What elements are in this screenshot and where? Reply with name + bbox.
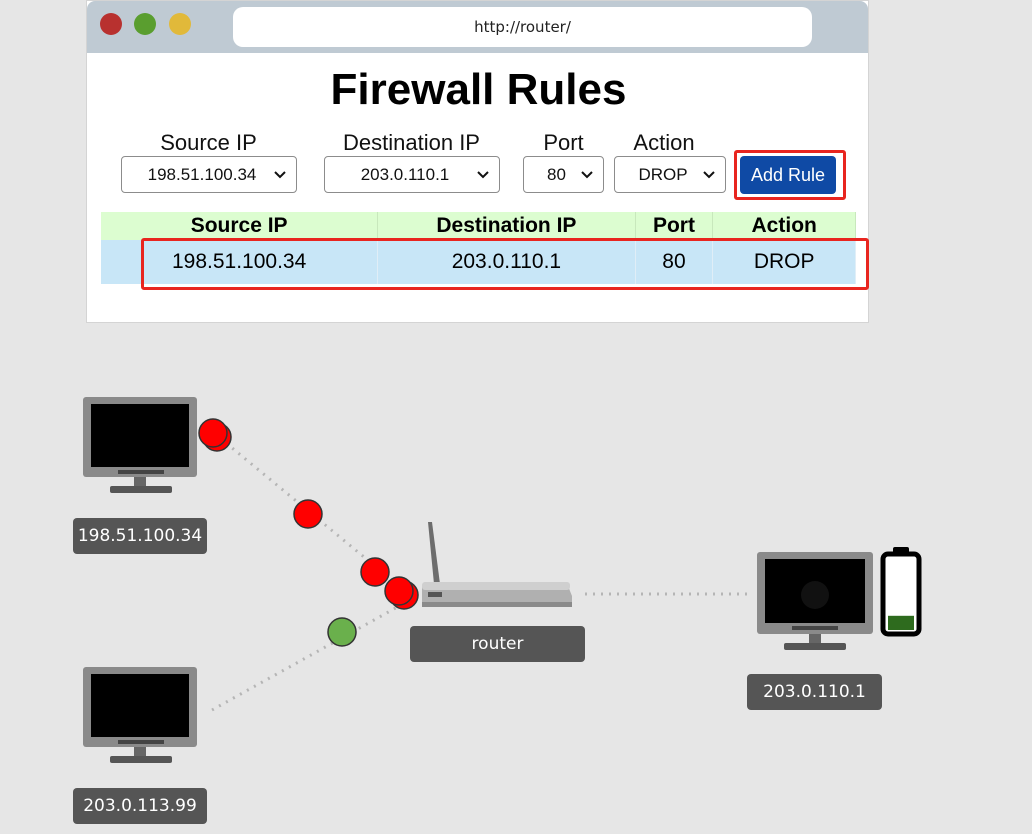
port-select[interactable]: 80	[523, 156, 604, 193]
column-header-action: Action	[712, 212, 856, 240]
column-header-source-ip: Source IP	[101, 212, 379, 240]
browser-titlebar: http://router/	[87, 1, 868, 53]
allowed-packet	[327, 617, 357, 647]
battery-level-fill	[888, 615, 914, 630]
link-host-a-router	[219, 436, 411, 597]
source-ip-value: 198.51.100.34	[147, 164, 257, 184]
host-a-monitor-icon[interactable]	[83, 397, 197, 493]
cell-destination-ip: 203.0.110.1	[377, 240, 636, 284]
dropped-packet	[360, 557, 390, 587]
destination-ip-value: 203.0.110.1	[360, 164, 450, 184]
close-window-button[interactable]	[100, 13, 122, 35]
source-ip-label: Source IP	[160, 130, 257, 155]
packet-markers	[198, 418, 419, 647]
server-ip-label: 203.0.110.1	[747, 674, 882, 710]
browser-window: http://router/ Firewall Rules Source IP …	[86, 0, 869, 323]
rules-table: Source IP Destination IP Port Action 198…	[101, 212, 856, 284]
url-bar[interactable]: http://router/	[233, 7, 812, 47]
cell-source-ip: 198.51.100.34	[101, 240, 379, 284]
action-value: DROP	[638, 164, 688, 184]
rule-row-highlight	[141, 238, 869, 290]
table-row[interactable]: 198.51.100.34 203.0.110.1 80 DROP	[101, 240, 856, 284]
port-label: Port	[543, 130, 584, 155]
chevron-down-icon	[703, 171, 715, 179]
host-b-ip-label: 203.0.113.99	[73, 788, 207, 824]
chevron-down-icon	[581, 171, 593, 179]
maximize-window-button[interactable]	[134, 13, 156, 35]
cell-port: 80	[635, 240, 714, 284]
destination-ip-label: Destination IP	[343, 130, 480, 155]
dropped-packet	[293, 499, 323, 529]
table-header-row: Source IP Destination IP Port Action	[101, 212, 856, 240]
chevron-down-icon	[274, 171, 286, 179]
router-label: router	[410, 626, 585, 662]
add-rule-button[interactable]: Add Rule	[740, 156, 836, 194]
column-header-port: Port	[635, 212, 714, 240]
action-select[interactable]: DROP	[614, 156, 726, 193]
action-label: Action	[633, 130, 695, 155]
battery-icon	[880, 547, 922, 637]
server-monitor-icon[interactable]	[757, 552, 873, 650]
destination-ip-select[interactable]: 203.0.110.1	[324, 156, 500, 193]
page-title: Firewall Rules	[330, 65, 627, 114]
chevron-down-icon	[477, 171, 489, 179]
minimize-window-button[interactable]	[169, 13, 191, 35]
source-ip-select[interactable]: 198.51.100.34	[121, 156, 297, 193]
cell-action: DROP	[712, 240, 856, 284]
add-rule-highlight	[734, 150, 846, 200]
dropped-packet	[198, 418, 228, 448]
port-value: 80	[547, 164, 566, 184]
dropped-packet	[384, 576, 414, 606]
link-host-b-router	[211, 598, 411, 712]
router-icon[interactable]	[422, 522, 572, 607]
column-header-destination-ip: Destination IP	[377, 212, 636, 240]
host-a-ip-label: 198.51.100.34	[73, 518, 207, 554]
host-b-monitor-icon[interactable]	[83, 667, 197, 763]
